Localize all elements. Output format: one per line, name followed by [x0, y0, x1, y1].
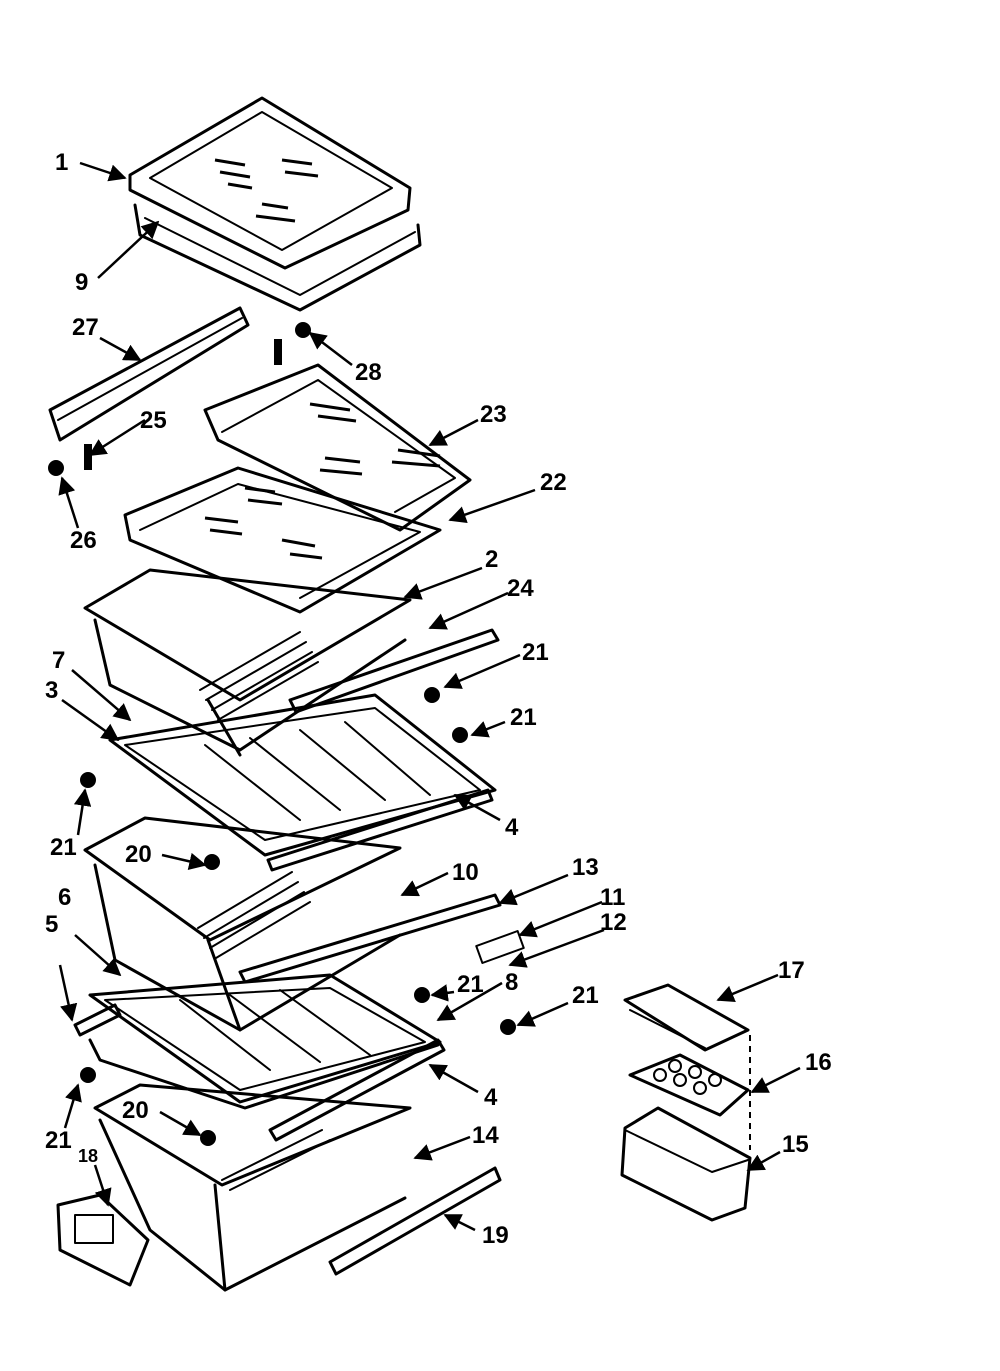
- glass-shelf-top: [128, 96, 422, 312]
- label-part-21: 21: [45, 1127, 72, 1154]
- shelf-rail: [48, 306, 250, 442]
- label-part-20: 20: [125, 841, 152, 868]
- label-part-16: 16: [805, 1049, 832, 1076]
- slide-out-shelf-lower: [123, 466, 442, 614]
- label-part-26: 26: [70, 527, 97, 554]
- label-part-10: 10: [452, 859, 479, 886]
- crisper-drawer-lower: [56, 1083, 502, 1292]
- label-part-25: 25: [140, 407, 167, 434]
- label-part-19: 19: [482, 1222, 509, 1249]
- label-part-9: 9: [75, 269, 88, 296]
- leader-lines: [58, 161, 801, 1232]
- label-part-2: 2: [485, 546, 498, 573]
- label-part-5: 5: [45, 911, 58, 938]
- label-part-21: 21: [572, 982, 599, 1009]
- label-part-22: 22: [540, 469, 567, 496]
- label-part-21: 21: [510, 704, 537, 731]
- label-part-21: 21: [457, 971, 484, 998]
- crisper-drawer-middle: [83, 816, 502, 1032]
- label-part-4: 4: [505, 814, 519, 841]
- part-labels: 1 9 27 28 25 23 26 22 2 24 7 21 3 21 21 …: [45, 149, 832, 1249]
- fasteners: [48, 322, 311, 476]
- label-part-3: 3: [45, 677, 58, 704]
- label-part-6: 6: [58, 884, 71, 911]
- crisper-drawer-upper: [83, 568, 500, 757]
- label-part-4: 4: [484, 1084, 498, 1111]
- middle-shelf-frame: [108, 693, 497, 872]
- label-part-23: 23: [480, 401, 507, 428]
- label-part-17: 17: [778, 957, 805, 984]
- egg-bin-assembly: [620, 983, 752, 1222]
- label-part-1: 1: [55, 149, 68, 176]
- label-part-14: 14: [472, 1122, 499, 1149]
- lower-shelf-frame: [73, 930, 525, 1142]
- label-part-15: 15: [782, 1131, 809, 1158]
- label-part-11: 11: [600, 884, 625, 911]
- label-part-7: 7: [52, 647, 65, 674]
- label-part-28: 28: [355, 359, 382, 386]
- label-part-21: 21: [522, 639, 549, 666]
- label-part-12: 12: [600, 909, 627, 936]
- slide-out-shelf-upper: [203, 363, 472, 532]
- label-part-20: 20: [122, 1097, 149, 1124]
- label-part-21: 21: [50, 834, 77, 861]
- label-part-27: 27: [72, 314, 99, 341]
- label-part-24: 24: [507, 575, 534, 602]
- label-part-18: 18: [78, 1146, 98, 1166]
- label-part-13: 13: [572, 854, 599, 881]
- label-part-8: 8: [505, 969, 518, 996]
